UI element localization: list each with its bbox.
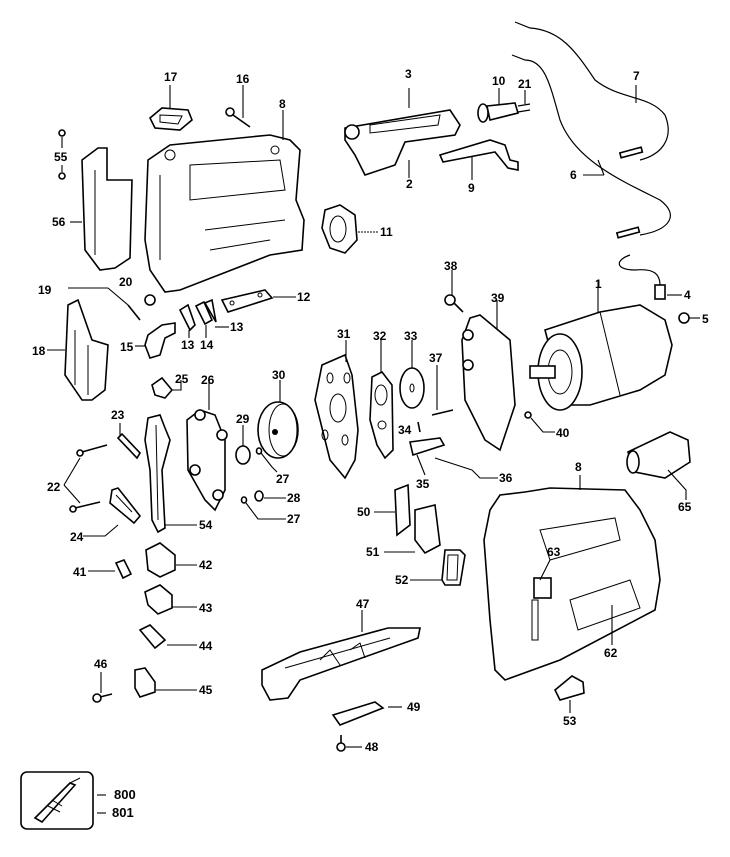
part-label-42: 42 bbox=[199, 558, 213, 572]
part-label-50: 50 bbox=[357, 505, 371, 519]
parts-12-15-drawing bbox=[135, 289, 296, 359]
part-label-35: 35 bbox=[416, 477, 430, 491]
brush-spring-drawing bbox=[678, 312, 700, 324]
cord-clamp-drawing bbox=[149, 85, 193, 131]
part-label-49: 49 bbox=[407, 700, 421, 714]
part-label-56: 56 bbox=[52, 215, 66, 229]
part-label-9: 9 bbox=[468, 181, 475, 195]
part-label-20: 20 bbox=[119, 275, 133, 289]
part-label-28: 28 bbox=[287, 491, 301, 505]
part-label-47: 47 bbox=[356, 597, 370, 611]
part-label-39: 39 bbox=[491, 291, 505, 305]
part-label-43: 43 bbox=[199, 601, 213, 615]
part-label-26: 26 bbox=[201, 373, 215, 387]
part-label-31: 31 bbox=[337, 327, 351, 341]
part-label-7: 7 bbox=[633, 69, 640, 83]
washer-33-drawing bbox=[399, 340, 425, 409]
part-label-32: 32 bbox=[373, 329, 387, 343]
part-label-55: 55 bbox=[54, 150, 68, 164]
part-label-41: 41 bbox=[73, 565, 87, 579]
part-label-3: 3 bbox=[405, 67, 412, 81]
screw-16-drawing bbox=[225, 85, 251, 128]
cover-56-drawing bbox=[58, 129, 133, 271]
part-label-8-left: 8 bbox=[279, 97, 286, 111]
motor-drawing bbox=[529, 280, 673, 411]
part-label-17: 17 bbox=[164, 70, 178, 84]
part-label-23: 23 bbox=[111, 408, 125, 422]
cord-protector-drawing bbox=[477, 88, 531, 123]
gear-case-drawing bbox=[431, 270, 516, 452]
part-label-36: 36 bbox=[499, 471, 513, 485]
part-label-801: 801 bbox=[112, 805, 134, 820]
wires-drawing bbox=[511, 21, 671, 300]
part-label-27-lower: 27 bbox=[287, 512, 301, 526]
part-label-1: 1 bbox=[595, 277, 602, 291]
sleeve-drawing bbox=[626, 431, 691, 500]
part-label-2: 2 bbox=[406, 177, 413, 191]
part-label-18: 18 bbox=[32, 344, 46, 358]
part-label-21: 21 bbox=[518, 77, 532, 91]
part-label-6-wire: 6 bbox=[570, 168, 577, 182]
parts-22-24-54-drawing bbox=[63, 414, 197, 537]
part-label-8-right: 8 bbox=[575, 460, 582, 474]
part-label-19: 19 bbox=[38, 283, 52, 297]
part-label-38: 38 bbox=[444, 259, 458, 273]
switch-drawing bbox=[344, 88, 461, 178]
part-label-40: 40 bbox=[556, 426, 570, 440]
leader-63 bbox=[539, 559, 551, 581]
retainer-11-drawing bbox=[321, 204, 378, 254]
part-label-37: 37 bbox=[429, 351, 443, 365]
part-label-63: 63 bbox=[547, 545, 561, 559]
part-label-48: 48 bbox=[365, 740, 379, 754]
part-label-62: 62 bbox=[604, 646, 618, 660]
part-label-10: 10 bbox=[492, 74, 506, 88]
part-label-13-right: 13 bbox=[230, 320, 244, 334]
part-label-46: 46 bbox=[94, 657, 108, 671]
parts-25-30-drawing bbox=[151, 376, 299, 520]
part-label-27-upper: 27 bbox=[276, 472, 290, 486]
parts-41-46-drawing bbox=[88, 542, 197, 703]
part-label-29: 29 bbox=[236, 412, 250, 426]
small-parts-34-40-drawing bbox=[409, 411, 555, 479]
part-label-22: 22 bbox=[47, 480, 61, 494]
part-label-30: 30 bbox=[272, 368, 286, 382]
part-label-24: 24 bbox=[70, 530, 84, 544]
part-label-4: 4 bbox=[684, 288, 691, 302]
part-label-800: 800 bbox=[114, 787, 136, 802]
knob-drawing bbox=[553, 675, 585, 713]
part-label-54: 54 bbox=[199, 518, 213, 532]
part-label-13-left: 13 bbox=[181, 338, 195, 352]
plate-31-drawing bbox=[314, 340, 359, 480]
part-label-12: 12 bbox=[297, 290, 311, 304]
part-label-52: 52 bbox=[395, 573, 409, 587]
part-label-45: 45 bbox=[199, 683, 213, 697]
part-label-11: 11 bbox=[380, 225, 393, 239]
counterweight-drawing bbox=[369, 340, 394, 460]
part-label-65: 65 bbox=[678, 500, 692, 514]
part-label-25: 25 bbox=[175, 372, 189, 386]
parts-50-52-drawing bbox=[374, 483, 466, 586]
part-label-33: 33 bbox=[404, 329, 418, 343]
accessory-box-drawing bbox=[20, 771, 106, 830]
shoe-drawing bbox=[261, 610, 421, 752]
part-label-34: 34 bbox=[398, 423, 412, 437]
part-label-53: 53 bbox=[563, 714, 577, 728]
part-label-51: 51 bbox=[366, 545, 380, 559]
part-label-15: 15 bbox=[120, 340, 134, 354]
parts-18-20-drawing bbox=[47, 287, 156, 401]
housing-right-drawing bbox=[483, 475, 661, 681]
part-label-44: 44 bbox=[199, 639, 213, 653]
lock-button-drawing bbox=[438, 139, 519, 180]
part-label-16: 16 bbox=[236, 72, 250, 86]
part-label-5: 5 bbox=[702, 312, 709, 326]
housing-left-drawing bbox=[144, 134, 305, 293]
part-label-14: 14 bbox=[200, 338, 214, 352]
